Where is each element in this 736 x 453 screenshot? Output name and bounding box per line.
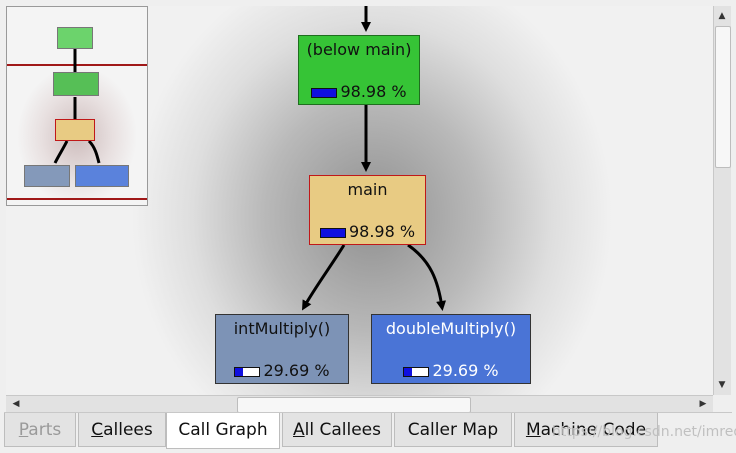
cost-percent: 98.98 % (340, 82, 407, 101)
node-below-main-label: (below main) (306, 40, 412, 59)
tab-all-callees[interactable]: All Callees (282, 413, 392, 447)
edge-main-to-doublemultiply (407, 243, 447, 311)
tab-machine-code[interactable]: Machine Code (514, 413, 658, 447)
cost-bar (311, 87, 338, 98)
node-main-cost: 98.98 % (310, 222, 425, 241)
scroll-down-icon[interactable]: ▼ (718, 380, 726, 390)
scroll-right-icon[interactable]: ▶ (699, 399, 707, 409)
overview-node-doublemultiply (75, 165, 129, 187)
overview-edges (53, 49, 101, 164)
node-main[interactable]: main 98.98 % (309, 175, 426, 245)
watermark-text: https://blog.csdn.net/imred (552, 424, 736, 440)
node-below-main-cost: 98.98 % (299, 82, 419, 101)
scroll-left-icon[interactable]: ◀ (12, 399, 20, 409)
graph-overview-minimap[interactable] (6, 6, 148, 206)
cost-percent: 29.69 % (263, 361, 330, 380)
node-below-main[interactable]: (below main) 98.98 % (298, 35, 420, 105)
edge-main-to-intmultiply (302, 244, 346, 311)
tab-callees[interactable]: Callees (78, 413, 166, 447)
tab-caller-map[interactable]: Caller Map (394, 413, 512, 447)
vertical-scroll-thumb[interactable] (715, 26, 731, 168)
overview-node-main (55, 119, 95, 141)
overview-node-main-parent (53, 72, 99, 96)
node-intmultiply-cost: 29.69 % (216, 361, 348, 380)
scroll-up-icon[interactable]: ▲ (718, 11, 726, 21)
cost-bar (403, 366, 430, 377)
graph-edges (302, 6, 447, 311)
tab-parts[interactable]: Parts (4, 413, 76, 447)
overview-node-below-main (57, 27, 93, 49)
node-intmultiply[interactable]: intMultiply() 29.69 % (215, 314, 349, 384)
tab-call-graph[interactable]: Call Graph (166, 413, 280, 449)
cost-bar (234, 366, 261, 377)
horizontal-scroll-thumb[interactable] (237, 397, 471, 413)
node-main-label: main (347, 180, 388, 199)
overview-node-intmultiply (24, 165, 70, 187)
cost-bar (319, 227, 346, 238)
cost-percent: 29.69 % (432, 361, 499, 380)
view-tab-bar: Parts Callees Call Graph All Callees Cal… (4, 412, 732, 451)
call-graph-canvas[interactable]: (below main) 98.98 % main 98.98 % intMul… (6, 6, 713, 395)
cost-percent: 98.98 % (348, 222, 416, 241)
vertical-scrollbar[interactable]: ▲ ▼ (713, 6, 731, 395)
node-doublemultiply-label: doubleMultiply() (385, 319, 517, 338)
horizontal-scrollbar[interactable]: ◀ ▶ (6, 395, 713, 413)
node-doublemultiply[interactable]: doubleMultiply() 29.69 % (371, 314, 531, 384)
node-doublemultiply-cost: 29.69 % (372, 361, 530, 380)
node-intmultiply-label: intMultiply() (233, 319, 331, 338)
